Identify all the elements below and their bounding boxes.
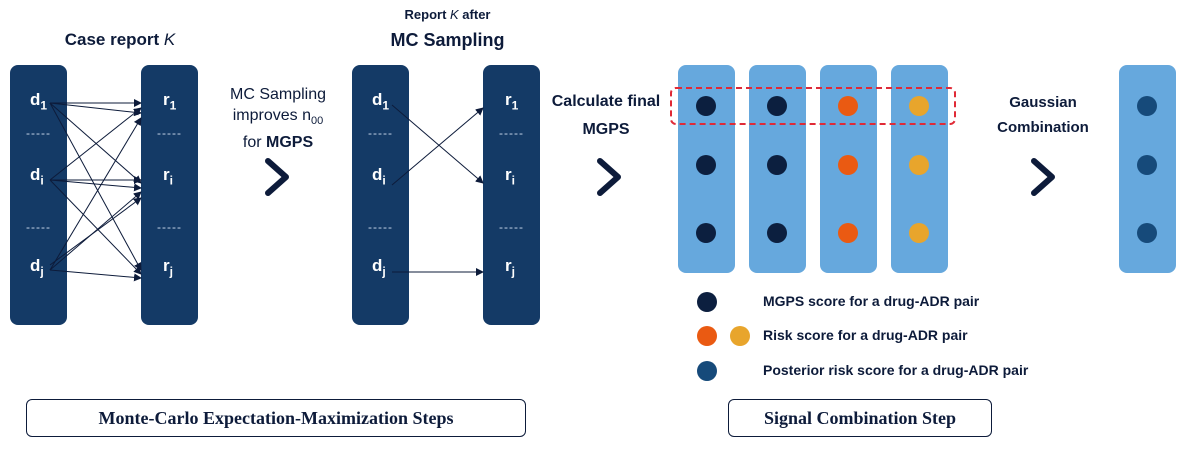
adr-column-case [141,65,198,325]
adr-ri-label: ri [163,165,173,188]
adr-ri-label: ri [505,165,515,188]
risk-score-dot [838,96,858,116]
drug-d1-label: d1 [30,90,48,113]
separator: ----- [157,126,182,140]
mgps-score-dot [696,223,716,243]
legend-posterior-text: Posterior risk score for a drug-ADR pair [763,362,1029,378]
mcem-steps-box: Monte-Carlo Expectation-Maximization Ste… [26,399,526,437]
legend-risk-dot-orange [697,326,717,346]
posterior-score-dot [1137,223,1157,243]
mc-sampling-title: MC Sampling [390,30,505,50]
mgps-score-dot [767,155,787,175]
risk-score-dot [838,223,858,243]
adr-rj-label: rj [505,256,515,279]
legend-mgps-dot [697,292,717,312]
drug-di-label: di [30,165,44,188]
adr-rj-label: rj [163,256,173,279]
risk-score-dot [909,155,929,175]
case-report-title: Case report K [64,30,176,49]
risk-score-dot [909,96,929,116]
risk-score-dot [909,223,929,243]
adr-r1-label: r1 [505,90,519,113]
drug-di-label: di [372,165,386,188]
chevron-right-icon [1031,158,1055,196]
separator: ----- [26,126,51,140]
mcem-steps-label: Monte-Carlo Expectation-Maximization Ste… [98,407,454,428]
posterior-score-dot [1137,96,1157,116]
separator: ----- [368,220,393,234]
mgps-score-dot [767,96,787,116]
signal-combination-label: Signal Combination Step [763,407,957,428]
separator: ----- [157,220,182,234]
separator: ----- [26,220,51,234]
chevron-right-icon [597,158,621,196]
gaussian-combination-note: Gaussian Combination [997,94,1089,136]
legend-risk-dot-amber [730,326,750,346]
separator: ----- [368,126,393,140]
separator: ----- [499,220,524,234]
mgps-score-dot [767,223,787,243]
risk-score-dot [838,155,858,175]
drug-column-case [10,65,67,325]
drug-d1-label: d1 [372,90,390,113]
row-highlight [670,87,956,125]
report-after-title: Report K after [404,7,491,22]
mc-sampling-note: MC Sampling improves n00 for MGPS [229,86,327,152]
chevron-right-icon [265,158,289,196]
signal-combination-box: Signal Combination Step [728,399,992,437]
drug-column-mc [352,65,409,325]
adr-r1-label: r1 [163,90,177,113]
calculate-mgps-note: Calculate final MGPS [551,93,661,138]
legend-risk-text: Risk score for a drug-ADR pair [763,327,968,343]
drug-dj-label: dj [372,256,386,279]
posterior-score-dot [1137,155,1157,175]
mgps-score-dot [696,155,716,175]
legend-mgps-text: MGPS score for a drug-ADR pair [763,293,980,309]
mgps-score-dot [696,96,716,116]
drug-dj-label: dj [30,256,44,279]
separator: ----- [499,126,524,140]
legend-posterior-dot [697,361,717,381]
adr-column-mc [483,65,540,325]
